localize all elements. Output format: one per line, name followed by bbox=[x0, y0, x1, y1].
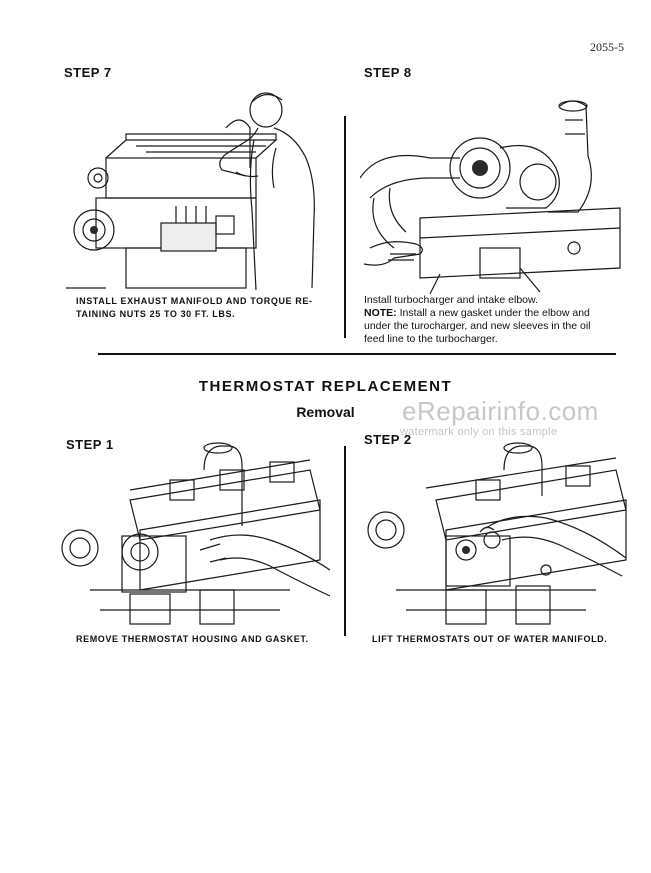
step8-label: STEP 8 bbox=[364, 65, 412, 80]
watermark-subtext: watermark only on this sample bbox=[400, 426, 558, 438]
note-label: NOTE: bbox=[364, 307, 397, 319]
step8-caption-line1: Install turbocharger and intake elbow. bbox=[364, 294, 538, 306]
step1-caption: REMOVE THERMOSTAT HOUSING AND GASKET. bbox=[76, 634, 309, 644]
step1-illustration bbox=[61, 442, 330, 625]
step7-illustration bbox=[66, 92, 315, 291]
step2-caption: LIFT THERMOSTATS OUT OF WATER MANIFOLD. bbox=[372, 634, 608, 644]
step2-illustration bbox=[367, 442, 627, 625]
section-divider bbox=[98, 353, 616, 355]
step8-note-line3: feed line to the turbocharger. bbox=[364, 333, 498, 345]
vertical-divider-top bbox=[344, 116, 346, 338]
step7-label: STEP 7 bbox=[64, 65, 112, 80]
note-text-line1: Install a new gasket under the elbow and bbox=[396, 307, 590, 319]
step7-caption-line2: TAINING NUTS 25 TO 30 FT. LBS. bbox=[76, 309, 236, 319]
step7-caption-line1: INSTALL EXHAUST MANIFOLD AND TORQUE RE- bbox=[76, 296, 313, 306]
section-subtitle: Removal bbox=[296, 404, 355, 420]
step8-note-line2: under the turocharger, and new sleeves i… bbox=[364, 320, 591, 332]
step2-label: STEP 2 bbox=[364, 432, 412, 447]
section-title: THERMOSTAT REPLACEMENT bbox=[198, 378, 453, 395]
step8-note-line1: NOTE: Install a new gasket under the elb… bbox=[364, 307, 590, 320]
vertical-divider-bottom bbox=[344, 446, 346, 636]
step8-illustration bbox=[360, 100, 621, 294]
page-number: 2055-5 bbox=[590, 40, 624, 54]
step1-label: STEP 1 bbox=[66, 437, 114, 452]
watermark-text: eRepairinfo.com bbox=[402, 396, 599, 426]
